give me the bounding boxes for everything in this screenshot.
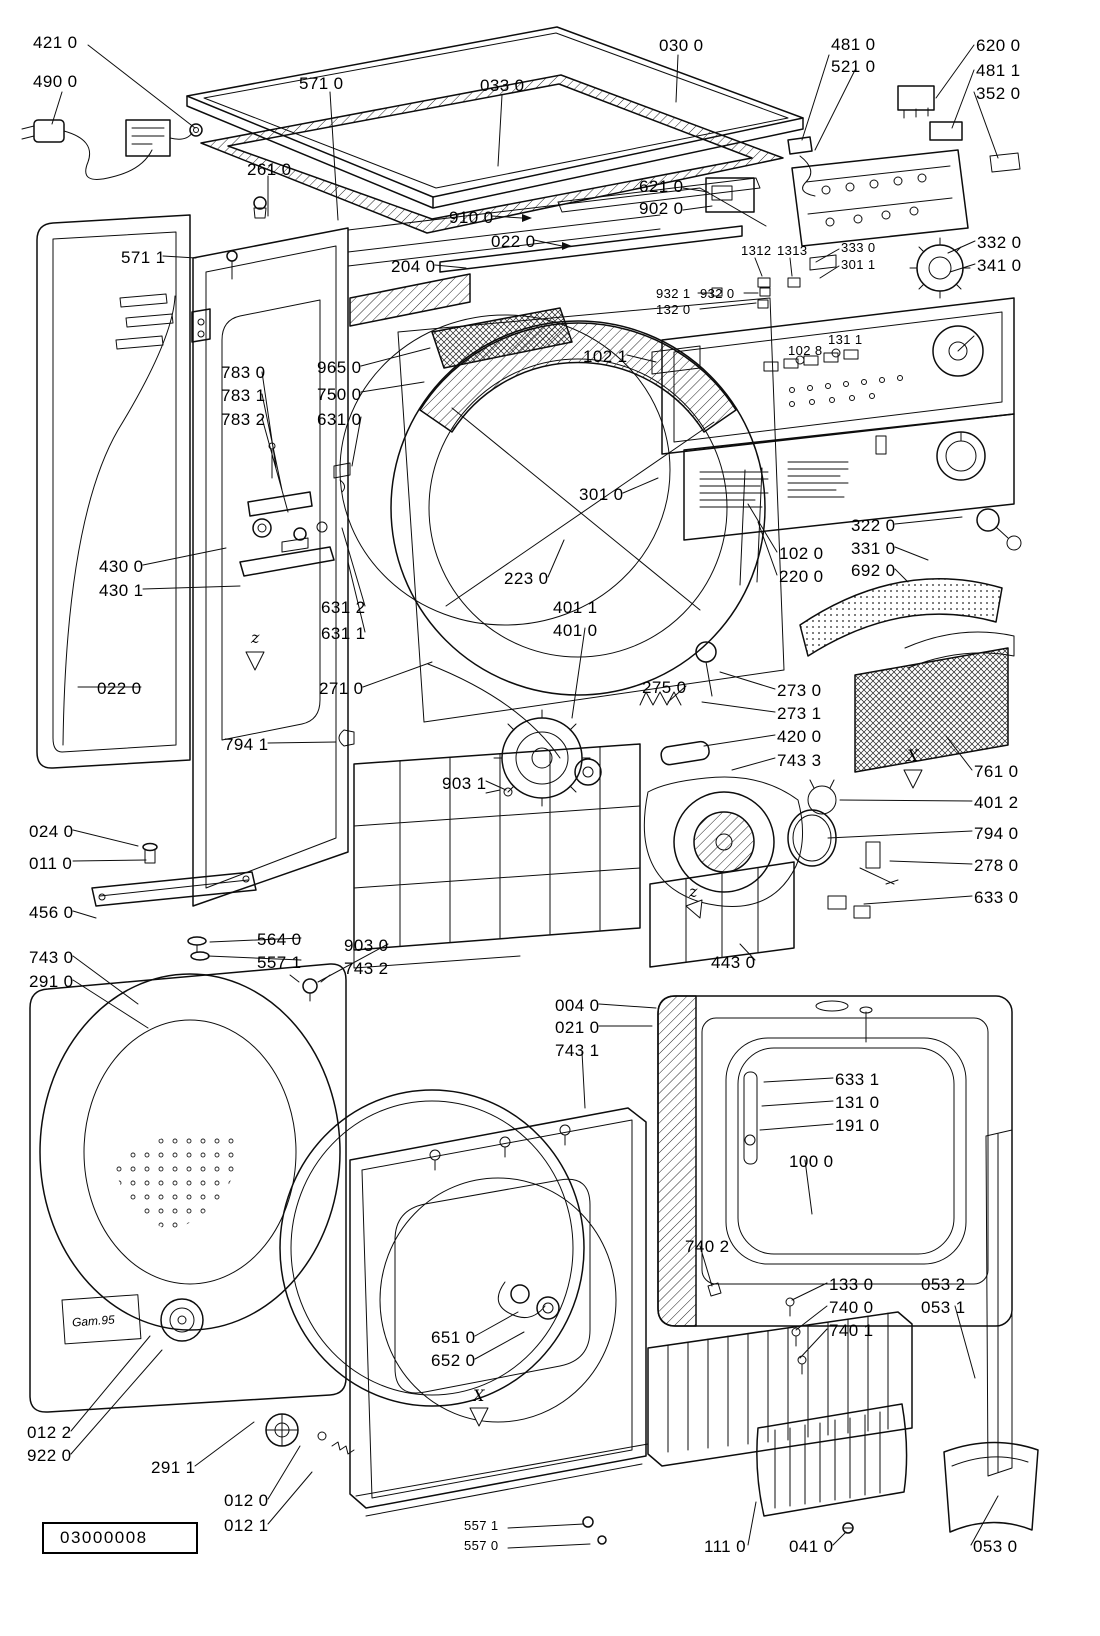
axis-arrow-icons: [245, 651, 923, 1427]
inner-door-drawing: [349, 1107, 649, 1545]
door-ring-drawing: [265, 1089, 585, 1455]
top-lid-drawing: [186, 26, 804, 209]
cabinet-front-panel-drawing: [192, 227, 349, 907]
lamp-drawing: [976, 508, 1022, 551]
left-small-parts-drawing: [91, 729, 513, 1002]
door-panel-drawing: [29, 963, 347, 1413]
lint-filter-drawing: [799, 578, 1015, 773]
hinge-parts-drawing: [191, 250, 351, 493]
power-cord-drawing: [21, 119, 267, 219]
top-right-connectors-drawing: [557, 85, 1021, 365]
tensioner-drawing: [639, 641, 717, 766]
rear-panel-drawing: [657, 995, 1013, 1375]
timer-drawing: [791, 149, 971, 299]
leader-lines: [51, 44, 999, 1549]
lid-seal-drawing: [200, 74, 784, 234]
facia-panel-drawing: [683, 413, 1015, 541]
motor-drawing: [427, 663, 602, 807]
mold-mark: Gam.95: [71, 1312, 116, 1330]
drawing-number-box: 03000008: [42, 1522, 198, 1554]
dispenser-parts-drawing: [239, 491, 335, 577]
drum-drawing: [339, 297, 785, 723]
heater-drawing: [647, 1311, 913, 1534]
drawing-number: 03000008: [60, 1528, 148, 1547]
blower-drawing: [643, 776, 804, 907]
base-tray-drawing: [353, 743, 795, 969]
side-panel-drawing: [36, 214, 191, 769]
right-panel-strip-drawing: [943, 1129, 1039, 1533]
